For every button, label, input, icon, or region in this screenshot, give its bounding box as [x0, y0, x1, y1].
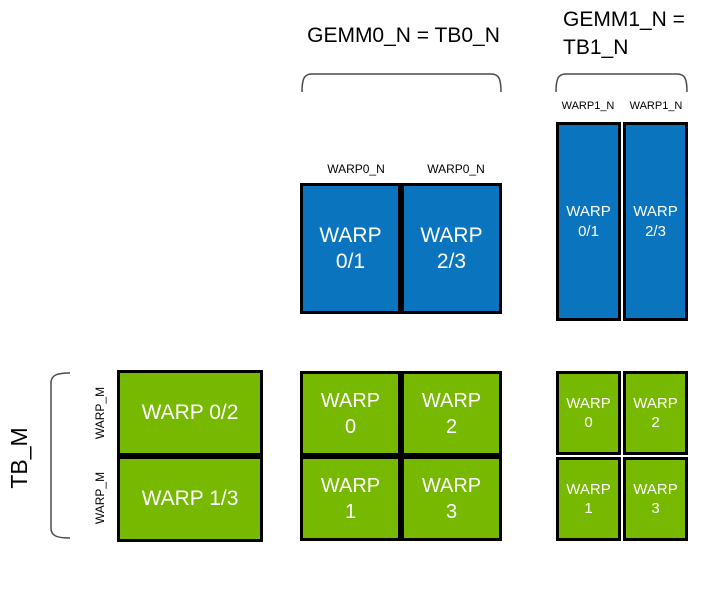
- warp-cell-green-right-2: WARP 2: [623, 371, 688, 455]
- warp-cell-blue-right-23: WARP 2/3: [623, 122, 688, 321]
- bracket-gemm0-n: [301, 73, 502, 93]
- warp-cell-blue-right-01: WARP 0/1: [556, 122, 621, 321]
- blue-group-gemm1: WARP 0/1 WARP 2/3: [556, 122, 688, 321]
- warp-cell-green-left-13: WARP 1/3: [117, 456, 263, 542]
- warp-cell-index: 2: [651, 414, 660, 431]
- warp-cell-green-mid-0: WARP 0: [300, 371, 401, 456]
- warp-cell-label: WARP: [633, 481, 678, 498]
- warp-cell-green-right-1: WARP 1: [556, 457, 621, 541]
- warp-cell-label: WARP: [320, 389, 381, 412]
- bracket-gemm1-n: [555, 73, 688, 93]
- warp-cell-label: WARP: [566, 202, 611, 220]
- warp-cell-index: 1: [344, 500, 357, 523]
- warp-cell-green-right-0: WARP 0: [556, 371, 621, 455]
- label-warp-m-top: WARP_M: [93, 386, 107, 440]
- warp-cell-blue-mid-23: WARP 2/3: [401, 183, 502, 314]
- warp-cell-index: 3: [651, 500, 660, 517]
- bracket-tb-m: [50, 372, 71, 539]
- warp-cell-green-mid-3: WARP 3: [401, 456, 502, 541]
- warp-cell-label: WARP: [421, 474, 482, 497]
- label-warp1-n-left: WARP1_N: [561, 100, 615, 112]
- warp-cell-index: 2: [445, 415, 458, 438]
- warp-cell-label: WARP: [421, 389, 482, 412]
- warp-cell-green-mid-2: WARP 2: [401, 371, 502, 456]
- warp-cell-index: 0/1: [578, 222, 599, 240]
- warp-cell-label: WARP: [633, 202, 678, 220]
- title-gemm1-n-line2: TB1_N: [563, 36, 629, 59]
- label-warp0-n-right: WARP0_N: [427, 162, 485, 176]
- warp-cell-index: 0: [584, 414, 593, 431]
- warp-cell-label: WARP: [633, 395, 678, 412]
- warp-cell-label: WARP 0/2: [141, 401, 239, 424]
- label-warp-m-bottom: WARP_M: [93, 471, 107, 525]
- green-group-right: WARP 0 WARP 2 WARP 1 WARP 3: [556, 371, 688, 541]
- warp-cell-green-right-3: WARP 3: [623, 457, 688, 541]
- warp-cell-label: WARP: [320, 474, 381, 497]
- warp-cell-label: WARP: [319, 223, 382, 247]
- warp-cell-label: WARP: [566, 481, 611, 498]
- green-group-mid: WARP 0 WARP 2 WARP 1 WARP 3: [300, 371, 502, 541]
- warp-cell-label: WARP: [420, 223, 483, 247]
- warp-cell-index: 0: [344, 415, 357, 438]
- warp-cell-index: 1: [584, 500, 593, 517]
- warp-cell-label: WARP 1/3: [141, 487, 239, 510]
- blue-group-gemm0: WARP 0/1 WARP 2/3: [300, 183, 502, 314]
- title-tb-m: TB_M: [6, 427, 32, 489]
- label-warp1-n-right: WARP1_N: [629, 100, 683, 112]
- warp-cell-index: 2/3: [436, 249, 467, 273]
- warp-cell-index: 0/1: [335, 249, 366, 273]
- title-gemm1-n: GEMM1_N = TB1_N: [563, 6, 723, 62]
- warp-cell-green-mid-1: WARP 1: [300, 456, 401, 541]
- title-gemm1-n-line1: GEMM1_N =: [563, 8, 685, 31]
- warp-cell-green-left-02: WARP 0/2: [117, 370, 263, 456]
- warp-cell-label: WARP: [566, 395, 611, 412]
- warp-cell-index: 2/3: [645, 222, 666, 240]
- title-gemm0-n: GEMM0_N = TB0_N: [307, 24, 500, 47]
- green-group-left: WARP 0/2 WARP 1/3: [117, 370, 263, 542]
- warp-cell-index: 3: [445, 500, 458, 523]
- label-warp0-n-left: WARP0_N: [327, 162, 385, 176]
- warp-cell-blue-mid-01: WARP 0/1: [300, 183, 401, 314]
